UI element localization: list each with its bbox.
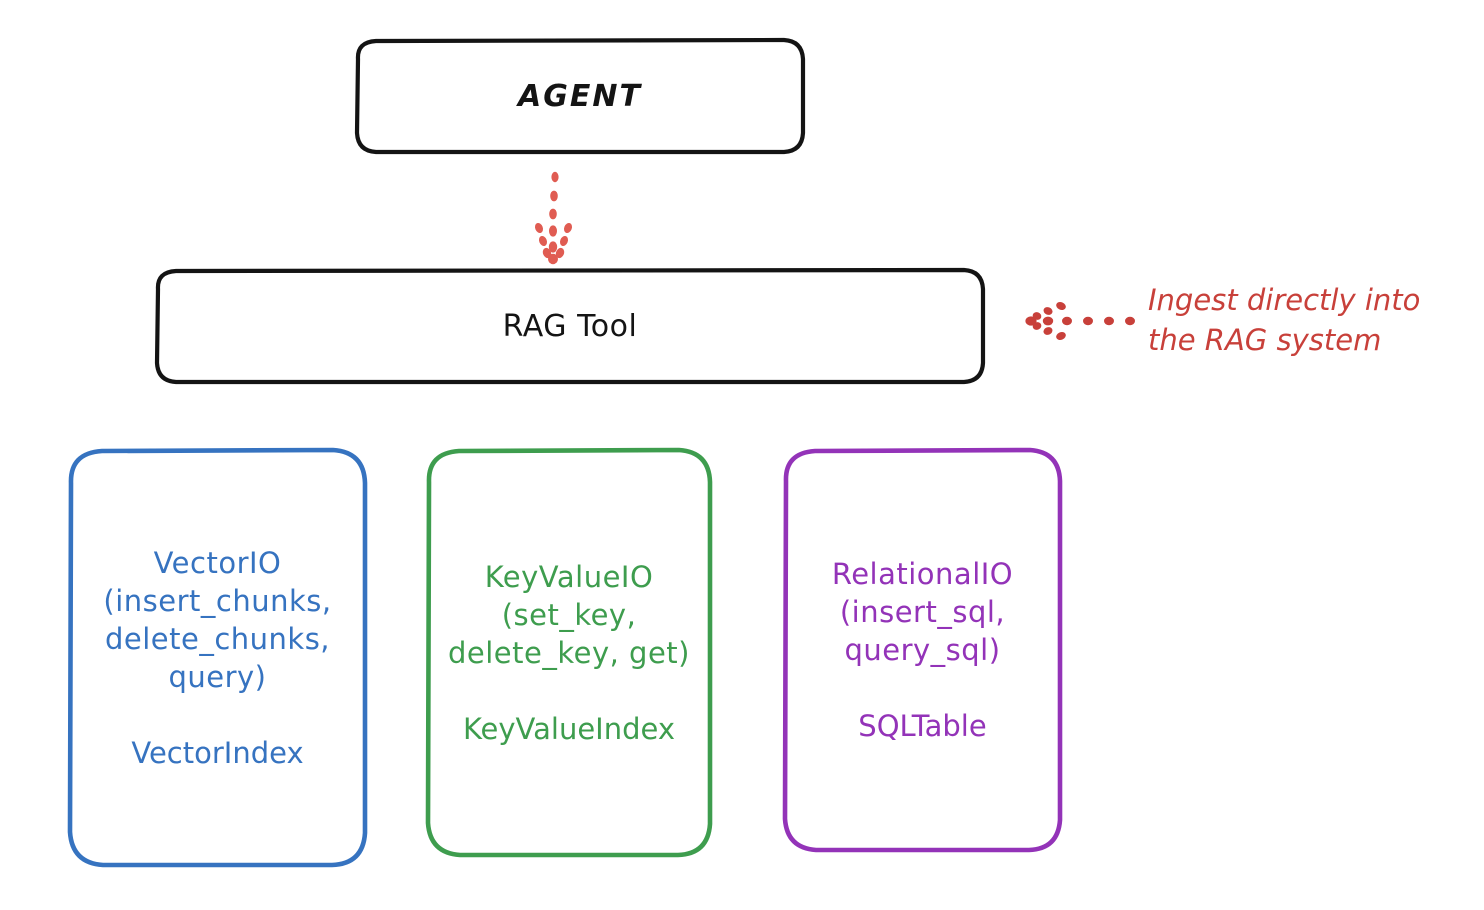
vector-io-node[interactable]: VectorIO (insert_chunks, delete_chunks, …	[70, 450, 365, 865]
agent-box-outline	[354, 37, 806, 155]
vector-io-box-outline	[67, 447, 368, 868]
vector-io-node-sublabel: VectorIndex	[131, 735, 304, 770]
relational-io-box-outline	[782, 447, 1063, 853]
key-value-io-node-label: KeyValueIO (set_key, delete_key, get)	[448, 559, 690, 670]
ingest-annotation-label: Ingest directly into the RAG system	[1148, 283, 1421, 357]
agent-node-label: AGENT	[518, 78, 642, 114]
rag-tool-box-outline	[154, 267, 986, 385]
relational-io-node-sublabel: SQLTable	[858, 709, 987, 743]
relational-io-node[interactable]: RelationalIO (insert_sql, query_sql) SQL…	[785, 450, 1060, 850]
ingest-to-rag-tool-arrow	[1025, 302, 1135, 340]
key-value-io-node-sublabel: KeyValueIndex	[462, 711, 676, 746]
vector-io-node-label: VectorIO (insert_chunks, delete_chunks, …	[103, 545, 332, 694]
key-value-io-box-outline	[425, 447, 713, 858]
agent-to-rag-tool-arrow	[534, 171, 573, 265]
relational-io-node-label: RelationalIO (insert_sql, query_sql)	[831, 557, 1014, 667]
key-value-io-node[interactable]: KeyValueIO (set_key, delete_key, get) Ke…	[428, 450, 710, 855]
rag-tool-node[interactable]: RAG Tool	[157, 270, 983, 382]
rag-tool-node-label: RAG Tool	[502, 308, 638, 344]
agent-node[interactable]: AGENT	[357, 40, 803, 152]
